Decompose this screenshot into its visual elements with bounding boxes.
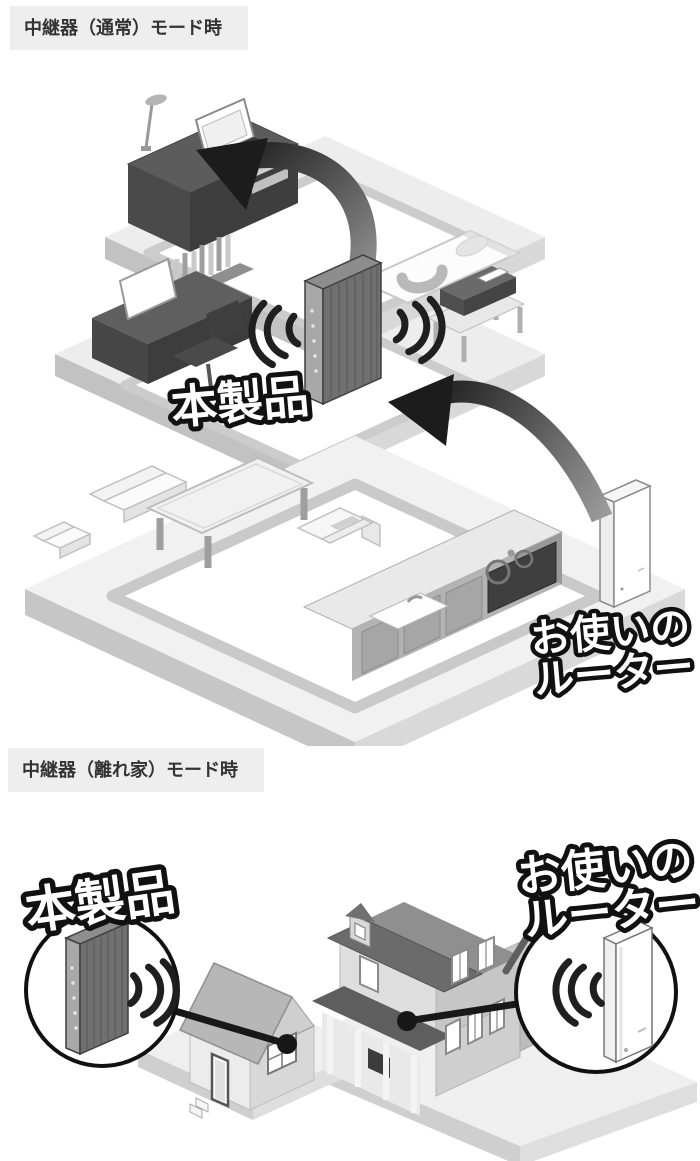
product-router-device — [303, 254, 383, 406]
sink — [368, 592, 450, 630]
desk-lamp — [141, 94, 167, 151]
printer-table — [426, 266, 526, 362]
hanare-mode-header: 中継器（離れ家）モード時 — [8, 748, 264, 792]
kitchen-counter — [302, 509, 564, 681]
ground-floor — [25, 436, 685, 746]
stove-burner — [485, 559, 511, 585]
normal-mode-illustration: 本製品 お使いの ルーター — [25, 94, 700, 746]
porch — [312, 986, 452, 1116]
porch-posts — [327, 1016, 417, 1113]
callout-user-router — [514, 910, 678, 1074]
living-table — [145, 456, 315, 568]
user-router-device — [602, 921, 654, 1064]
wifi-waves-left-icon — [552, 958, 605, 1027]
dormer — [345, 903, 375, 948]
wifi-waves-right-icon — [127, 958, 180, 1027]
connector-dot-left — [277, 1034, 297, 1054]
product-label: 本製品 — [22, 863, 179, 941]
router-leds — [310, 309, 318, 373]
entry-steps — [189, 1097, 209, 1119]
wifi-waves-left-icon — [248, 299, 302, 369]
bed — [357, 229, 521, 305]
section-normal: 中継器（通常）モード時 — [10, 6, 700, 746]
detached-house-door — [210, 1052, 230, 1108]
connector-left — [174, 1007, 297, 1054]
armchair — [296, 507, 381, 548]
callout-product — [24, 912, 180, 1068]
window-mullions — [459, 941, 541, 1050]
wifi-waves-right-icon — [392, 295, 446, 365]
sofa — [88, 465, 188, 524]
stove-knob — [507, 549, 515, 557]
stove-burner — [514, 549, 534, 569]
connector-right — [397, 1000, 518, 1031]
porch-roof — [312, 986, 452, 1051]
product-router-device — [64, 916, 130, 1056]
connector-dot-right — [397, 1011, 417, 1031]
hanare-mode-illustration: 本製品 お使いの ルーター — [16, 829, 700, 1161]
section-hanare: 中継器（離れ家）モード時 — [0, 746, 700, 1161]
office-chair — [172, 300, 244, 408]
office-corner — [92, 235, 254, 408]
arrow-to-product-icon — [388, 374, 613, 523]
printer — [440, 266, 516, 316]
user-router-device — [598, 479, 652, 609]
lounge-chair — [32, 521, 92, 560]
normal-mode-header: 中継器（通常）モード時 — [10, 6, 248, 50]
